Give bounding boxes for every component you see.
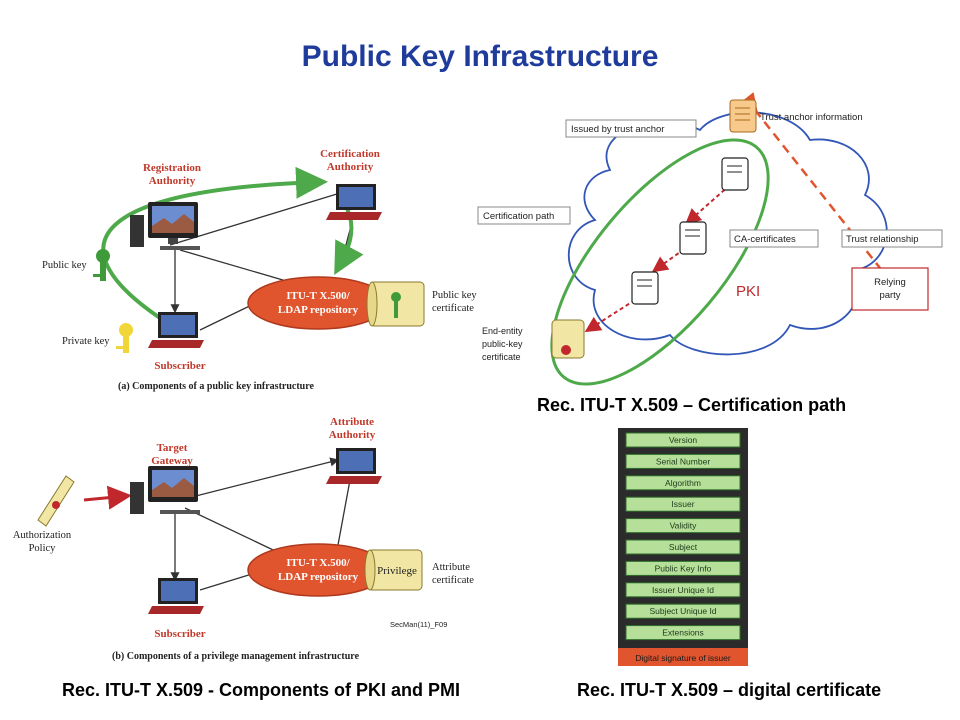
caption-digital-certificate: Rec. ITU-T X.509 – digital certificate — [577, 680, 882, 700]
ca-certificate-icon — [721, 157, 749, 191]
certificate-field-label: Algorithm — [665, 478, 701, 488]
target-gateway-computer-icon — [130, 466, 200, 514]
svg-text:Trust relationship: Trust relationship — [846, 234, 919, 245]
pmi-subscriber-laptop-icon — [148, 578, 204, 614]
caption-pki-pmi: Rec. ITU-T X.509 - Components of PKI and… — [62, 680, 461, 700]
svg-text:Subscriber: Subscriber — [154, 360, 205, 372]
svg-text:party: party — [879, 290, 900, 301]
public-key-icon — [93, 249, 110, 281]
certification-path-ellipse — [550, 138, 770, 386]
public-key-certificate-icon — [366, 281, 425, 327]
certificate-field-label: Serial Number — [656, 456, 710, 466]
certificate-field-box — [625, 475, 741, 491]
svg-text:Authorization: Authorization — [13, 530, 72, 541]
certificate-field-label: Issuer Unique Id — [652, 585, 714, 595]
svg-text:Registration: Registration — [143, 162, 201, 174]
trust-anchor-scroll-icon — [729, 99, 757, 133]
svg-text:SecMan(11)_F09: SecMan(11)_F09 — [390, 620, 447, 629]
certificate-field-box — [625, 582, 741, 598]
ca-certificate-icon — [679, 221, 707, 255]
pmi-diagram: ITU-T X.500/ LDAP repository Privilege T… — [13, 416, 474, 662]
svg-text:Certification: Certification — [320, 148, 380, 160]
certificate-field-label: Validity — [670, 521, 698, 531]
svg-text:Digital signature of issuer: Digital signature of issuer — [635, 653, 731, 663]
certificate-field-box — [625, 518, 741, 534]
svg-text:Issued by trust anchor: Issued by trust anchor — [571, 124, 664, 135]
certificate-field-label: Extensions — [662, 628, 704, 638]
certificate-field-box — [625, 496, 741, 512]
certificate-field-box — [625, 453, 741, 469]
caption-certification-path: Rec. ITU-T X.509 – Certification path — [537, 395, 847, 415]
svg-text:Authority: Authority — [327, 161, 374, 173]
svg-text:Authority: Authority — [329, 429, 376, 441]
svg-text:Public key: Public key — [42, 260, 87, 271]
attribute-authority-laptop-icon — [326, 448, 382, 484]
certificate-field-box — [625, 560, 741, 576]
svg-text:Certification path: Certification path — [483, 211, 554, 222]
end-entity-certificate-icon — [551, 319, 585, 359]
svg-text:LDAP repository: LDAP repository — [278, 571, 359, 583]
svg-text:Subscriber: Subscriber — [154, 628, 205, 640]
certificate-field-box — [625, 603, 741, 619]
svg-text:certificate: certificate — [432, 303, 474, 314]
svg-text:End-entity: End-entity — [482, 326, 523, 336]
signature-bar — [618, 648, 748, 666]
certificate-field-box — [625, 432, 741, 448]
svg-text:Authority: Authority — [149, 175, 196, 187]
svg-text:ITU-T X.500/: ITU-T X.500/ — [286, 557, 350, 569]
ca-certificate-icon — [631, 271, 659, 305]
certificate-field-label: Subject Unique Id — [649, 606, 716, 616]
private-key-icon — [116, 323, 133, 353]
page-title: Public Key Infrastructure — [301, 40, 659, 73]
svg-text:Attribute: Attribute — [432, 562, 470, 573]
certification-authority-laptop-icon — [326, 184, 382, 220]
privilege-certificate-icon — [364, 549, 423, 591]
svg-text:Attribute: Attribute — [330, 416, 374, 428]
svg-text:LDAP repository: LDAP repository — [278, 304, 359, 316]
certificate-field-label: Public Key Info — [655, 563, 712, 573]
svg-text:(a) Components of a public key: (a) Components of a public key infrastru… — [118, 381, 314, 392]
svg-text:ITU-T X.500/: ITU-T X.500/ — [286, 290, 350, 302]
svg-text:PKI: PKI — [736, 283, 760, 300]
pki-cloud — [567, 111, 888, 356]
svg-text:(b) Components of a privilege: (b) Components of a privilege management… — [112, 651, 360, 662]
svg-text:CA-certificates: CA-certificates — [734, 234, 796, 245]
authorization-policy-scroll-icon — [37, 475, 75, 527]
subscriber-laptop-icon — [148, 312, 204, 348]
certificate-field-label: Version — [669, 435, 698, 445]
certification-path-diagram: Issued by trust anchor Certification pat… — [477, 92, 943, 386]
svg-text:Gateway: Gateway — [151, 455, 193, 467]
certificate-field-label: Issuer — [671, 499, 694, 509]
svg-text:certificate: certificate — [482, 352, 521, 362]
svg-text:Target: Target — [157, 442, 188, 454]
svg-text:certificate: certificate — [432, 575, 474, 586]
certificate-field-box — [625, 539, 741, 555]
svg-text:Trust anchor information: Trust anchor information — [760, 112, 863, 123]
svg-text:public-key: public-key — [482, 339, 523, 349]
pki-diagram: ITU-T X.500/ LDAP repository Registratio… — [42, 148, 477, 392]
certificate-field-box — [625, 625, 741, 641]
svg-text:Relying: Relying — [874, 277, 906, 288]
workstation-icon — [130, 202, 200, 250]
svg-text:Policy: Policy — [29, 543, 57, 554]
svg-text:Private key: Private key — [62, 336, 110, 347]
svg-text:Privilege: Privilege — [377, 565, 417, 577]
svg-text:Public key: Public key — [432, 290, 477, 301]
certificate-field-label: Subject — [669, 542, 698, 552]
